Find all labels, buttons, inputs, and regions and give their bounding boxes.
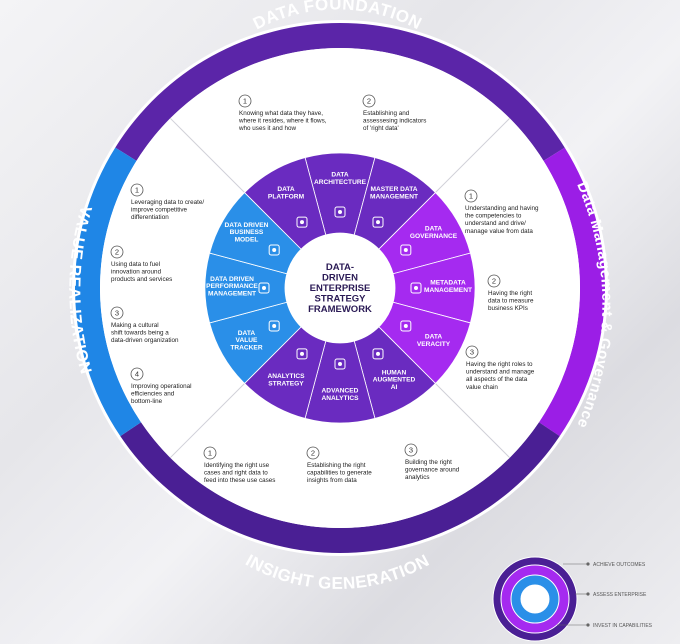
item-number: 3 (470, 348, 474, 357)
legend-label: ASSESS ENTERPRISE (593, 592, 647, 598)
legend-dot (586, 623, 590, 627)
item-number: 2 (367, 97, 371, 106)
cogs-icon (268, 320, 280, 332)
item-number-badge (306, 446, 320, 460)
heart-shield-icon (400, 320, 412, 332)
item-number: 2 (492, 277, 496, 286)
item-number: 2 (311, 449, 315, 458)
legend-label: ACHIEVE OUTCOMES (593, 562, 646, 568)
item-number-badge (130, 367, 144, 381)
ring-segment-right (538, 147, 605, 437)
settings-doc-icon (258, 282, 270, 294)
item-number-badge (203, 446, 217, 460)
item-number: 1 (243, 97, 247, 106)
divider-line (169, 383, 245, 459)
item-number-badge (130, 183, 144, 197)
item-number-badge (464, 189, 478, 203)
ring-segment-bottom (120, 422, 560, 553)
item-number: 1 (135, 186, 139, 195)
chess-knight-icon (296, 348, 308, 360)
section-dividers (169, 117, 511, 459)
item-number: 3 (409, 446, 413, 455)
globe-icon (400, 244, 412, 256)
item-text: Knowing what data they have,where it res… (238, 110, 327, 132)
item-number: 2 (115, 248, 119, 257)
item-number-badge (238, 94, 252, 108)
divider-line (169, 117, 245, 193)
layers-icon (296, 216, 308, 228)
architecture-icon (334, 206, 346, 218)
item-number: 3 (115, 309, 119, 318)
ring-segment-top (115, 22, 565, 161)
legend-dot (586, 592, 590, 596)
ring-segment-left (74, 147, 142, 437)
item-number-badge (110, 306, 124, 320)
legend-dot (586, 562, 590, 566)
item-number-badge (487, 274, 501, 288)
legend-label: INVEST IN CAPABILITIES (593, 623, 653, 629)
ring-title-bottom: INSIGHT GENERATION (242, 551, 432, 593)
chart-icon (268, 244, 280, 256)
item-number: 1 (469, 192, 473, 201)
divider-line (435, 117, 511, 193)
database-icon (372, 216, 384, 228)
gear-icon (334, 358, 346, 370)
item-number-badge (404, 443, 418, 457)
item-text: Leveraging data to create/improve compet… (131, 199, 204, 221)
legend: ACHIEVE OUTCOMES ASSESS ENTERPRISE INVEST … (492, 556, 653, 642)
item-number-badge (465, 345, 479, 359)
robot-icon (372, 348, 384, 360)
item-number-badge (110, 245, 124, 259)
core-circle (285, 233, 395, 343)
item-number: 1 (208, 449, 212, 458)
divider-line (435, 383, 511, 459)
legend-ring (520, 584, 550, 614)
item-number-badge (362, 94, 376, 108)
metadata-icon (410, 282, 422, 294)
item-number: 4 (135, 370, 139, 379)
